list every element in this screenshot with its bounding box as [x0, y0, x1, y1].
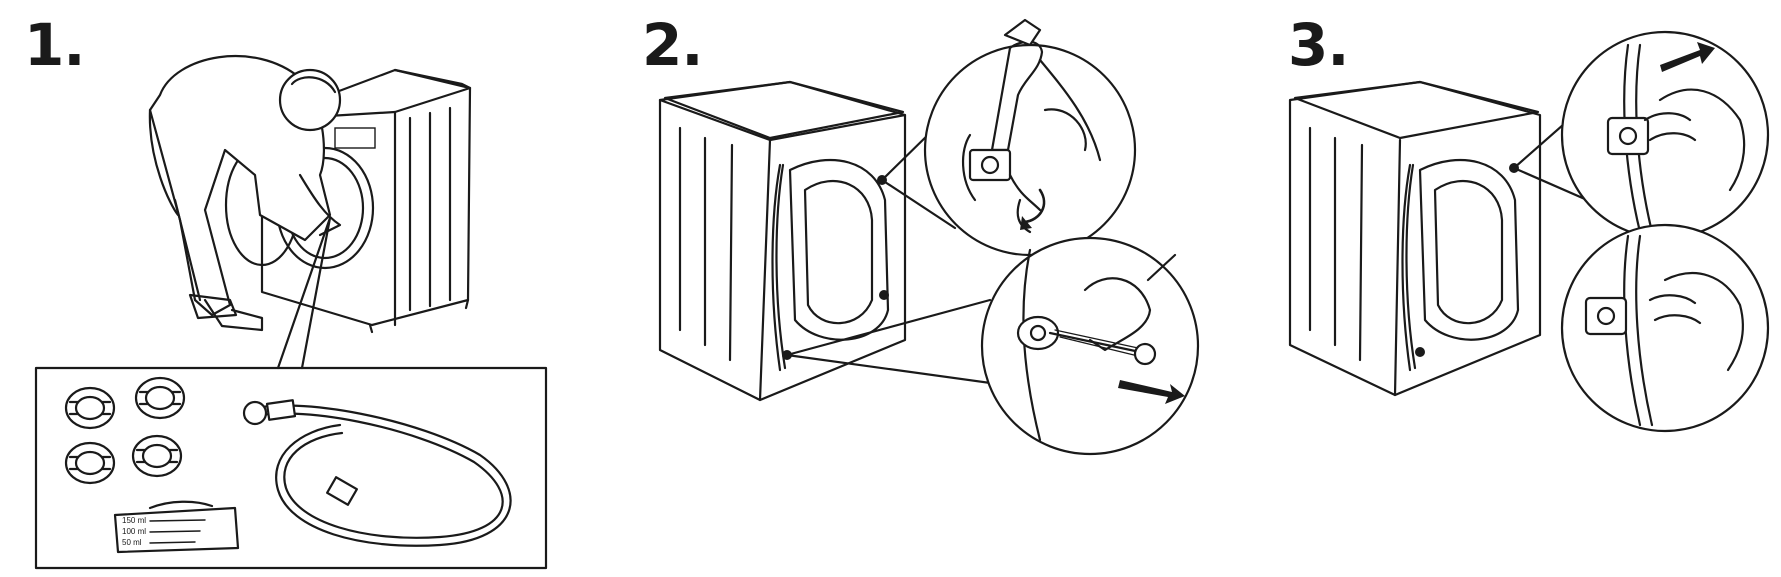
step-1-number: 1. — [24, 11, 85, 79]
measuring-cup: 150 ml 100 ml 50 ml — [113, 500, 240, 554]
inlet-hose — [242, 399, 512, 547]
magnifier-wrench-loosen — [923, 18, 1137, 257]
washer-rear-view — [658, 80, 907, 402]
step-2-number: 2. — [642, 11, 703, 79]
magnifier-bolt-remove — [980, 236, 1200, 456]
pointer-lines — [276, 216, 332, 370]
step-1-illustration: 150 ml 100 ml 50 ml — [34, 55, 548, 570]
cup-mark-50: 50 ml — [122, 538, 142, 547]
cup-mark-150: 150 ml — [122, 516, 146, 525]
cup-mark-100: 100 ml — [122, 527, 146, 536]
magnifier-plug-insert — [1560, 30, 1770, 240]
step-2-illustration — [658, 18, 1200, 456]
step-3-number: 3. — [1288, 11, 1349, 79]
person-figure — [148, 55, 342, 332]
step-3-illustration — [1288, 30, 1770, 433]
washer-rear-view-2 — [1288, 80, 1542, 397]
magnifier-plug-fitted — [1560, 223, 1770, 433]
accessories-box — [34, 366, 548, 570]
transport-plug-covers — [64, 376, 186, 485]
